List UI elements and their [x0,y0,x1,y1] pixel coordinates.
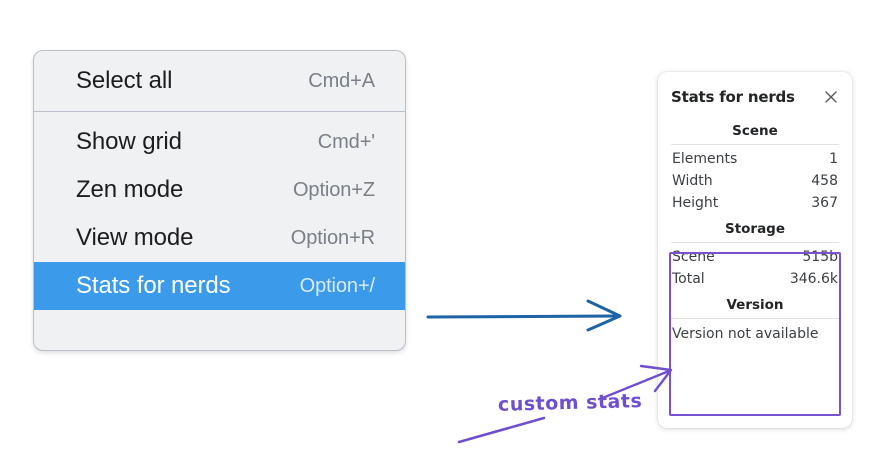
menu-item-show-grid[interactable]: Show grid Cmd+' [34,118,405,166]
stat-row: Elements 1 [671,148,839,170]
menu-item-label: View mode [76,224,194,251]
menu-item-shortcut: Option+Z [292,178,375,201]
stat-row: Scene 515b [671,246,839,268]
stat-label: Width [672,173,713,189]
section-rule [671,318,839,319]
blue-arrow-icon [426,299,622,332]
section-rule [671,242,839,243]
context-menu[interactable]: Select all Cmd+A Show grid Cmd+' Zen mod… [33,50,406,351]
close-icon[interactable] [823,89,839,105]
menu-item-stats-for-nerds[interactable]: Stats for nerds Option+/ [34,262,405,310]
menu-item-select-all[interactable]: Select all Cmd+A [34,57,405,105]
menu-item-shortcut: Option+/ [299,274,375,297]
section-heading-scene: Scene [732,123,778,139]
stat-label: Scene [672,249,715,265]
section-heading-version: Version [726,297,784,313]
version-value: Version not available [672,326,819,342]
menu-item-zen-mode[interactable]: Zen mode Option+Z [34,166,405,214]
menu-item-label: Stats for nerds [76,272,231,299]
menu-item-label: Show grid [76,128,182,155]
panel-header: Stats for nerds [671,72,839,116]
menu-item-shortcut: Cmd+' [317,130,375,153]
stat-row: Width 458 [671,170,839,192]
stat-row: Total 346.6k [671,268,839,290]
panel-title: Stats for nerds [671,88,795,106]
section-heading-storage: Storage [724,221,786,237]
menu-group-2: Show grid Cmd+' Zen mode Option+Z View m… [34,112,405,316]
menu-item-view-mode[interactable]: View mode Option+R [34,214,405,262]
menu-group-1: Select all Cmd+A [34,51,405,111]
annotation-label-custom-stats: custom stats [497,390,643,416]
menu-item-label: Select all [76,67,173,94]
stat-value: 1 [829,151,838,167]
menu-item-shortcut: Cmd+A [308,69,375,92]
section-rule [671,144,839,145]
stats-for-nerds-panel: Stats for nerds Scene Elements 1 Width 4… [658,72,852,428]
stat-label: Total [672,271,705,287]
stat-label: Elements [672,151,738,167]
stat-row: Height 367 [671,192,839,214]
stat-value: 367 [811,195,838,211]
purple-underline-stroke [457,416,546,444]
menu-item-label: Zen mode [76,176,184,203]
menu-item-shortcut: Option+R [290,226,375,249]
stat-value: 346.6k [789,271,838,287]
stat-value: 458 [811,173,838,189]
stat-value: 515b [802,249,838,265]
stat-label: Height [672,195,719,211]
menu-separator [34,111,405,112]
